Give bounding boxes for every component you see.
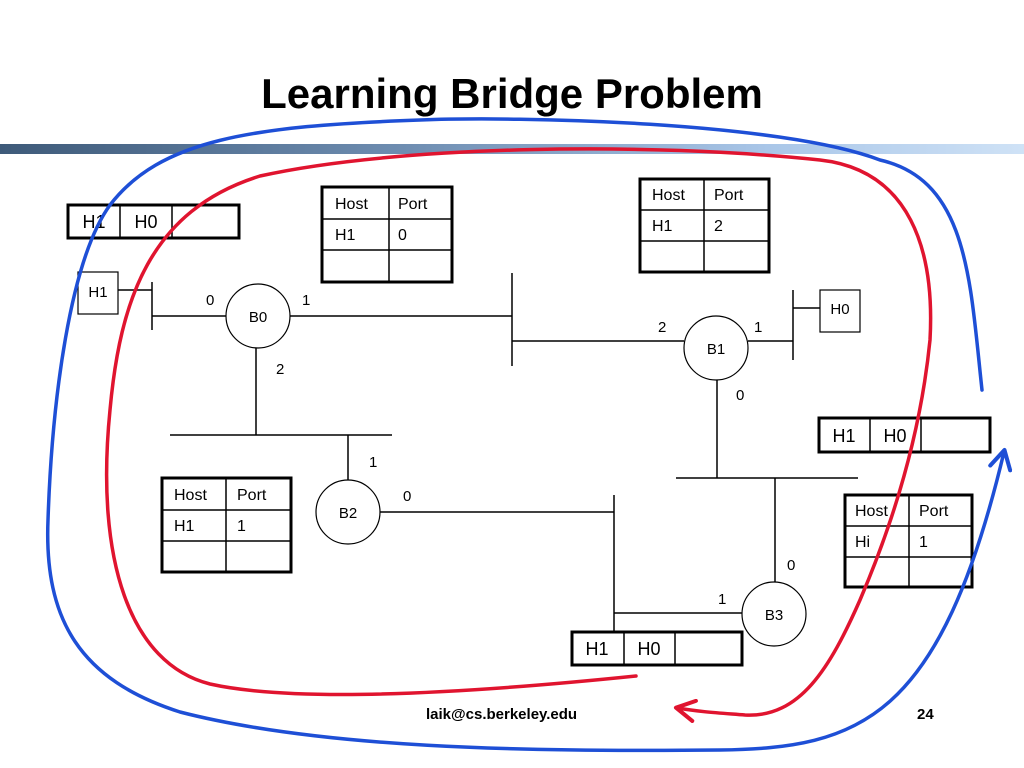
frame-right: H1 H0 bbox=[817, 416, 992, 454]
host-h1-label: H1 bbox=[88, 284, 107, 301]
port-b0-right: 1 bbox=[302, 292, 310, 309]
slide-title: Learning Bridge Problem bbox=[261, 70, 763, 117]
table-b1-host: H1 bbox=[652, 218, 673, 235]
frame-bottom-src: H1 bbox=[585, 639, 608, 659]
table-b2-header-port: Port bbox=[237, 487, 267, 504]
table-b0-header-port: Port bbox=[398, 196, 428, 213]
table-b2-port: 1 bbox=[237, 518, 246, 535]
table-b0-header-host: Host bbox=[335, 196, 368, 213]
table-b1-port: 2 bbox=[714, 218, 723, 235]
port-b2-top: 1 bbox=[369, 454, 377, 471]
frame-right-dst: H0 bbox=[883, 426, 906, 446]
table-b2-host: H1 bbox=[174, 518, 195, 535]
table-b3-port: 1 bbox=[919, 534, 928, 551]
table-b1-header-host: Host bbox=[652, 187, 685, 204]
frame-right-src: H1 bbox=[832, 426, 855, 446]
bridge-b2: B2 bbox=[315, 479, 381, 545]
port-labels: 0 1 2 2 1 0 1 0 0 1 bbox=[206, 292, 795, 608]
bridge-b3: B3 bbox=[741, 581, 807, 647]
port-b0-left: 0 bbox=[206, 292, 214, 309]
port-b0-bottom: 2 bbox=[276, 361, 284, 378]
frame-bottom: H1 H0 bbox=[570, 630, 744, 667]
frame-top-left-src: H1 bbox=[82, 212, 105, 232]
port-b3-top: 0 bbox=[787, 557, 795, 574]
table-b0-host: H1 bbox=[335, 227, 356, 244]
port-b1-left: 2 bbox=[658, 319, 666, 336]
host-h0-label: H0 bbox=[830, 301, 849, 318]
table-b0-port: 0 bbox=[398, 227, 407, 244]
footer-email: laik@cs.berkeley.edu bbox=[426, 706, 578, 723]
table-b2: Host Port H1 1 bbox=[160, 476, 293, 574]
frame-top-left: H1 H0 bbox=[66, 203, 241, 240]
network-links bbox=[118, 273, 858, 640]
bridge-b3-label: B3 bbox=[765, 607, 783, 624]
port-b1-right: 1 bbox=[754, 319, 762, 336]
host-h1: H1 bbox=[77, 271, 119, 315]
table-b1-header-port: Port bbox=[714, 187, 744, 204]
bridge-b2-label: B2 bbox=[339, 505, 357, 522]
table-b3-host: Hi bbox=[855, 534, 870, 551]
port-b1-bottom: 0 bbox=[736, 387, 744, 404]
page-number: 24 bbox=[917, 706, 934, 723]
port-b3-left: 1 bbox=[718, 591, 726, 608]
table-b3-header-port: Port bbox=[919, 503, 949, 520]
host-h0: H0 bbox=[819, 289, 861, 333]
table-b3: Host Port Hi 1 bbox=[843, 493, 974, 589]
table-b3-header-host: Host bbox=[855, 503, 888, 520]
table-b2-header-host: Host bbox=[174, 487, 207, 504]
table-b0: Host Port H1 0 bbox=[320, 185, 454, 284]
bridge-b1: B1 bbox=[683, 315, 749, 381]
frame-bottom-dst: H0 bbox=[637, 639, 660, 659]
red-loop-arrow bbox=[104, 147, 933, 724]
bridge-b0-label: B0 bbox=[249, 309, 267, 326]
bridge-b1-label: B1 bbox=[707, 341, 725, 358]
bridge-b0: B0 bbox=[225, 283, 291, 349]
table-b1: Host Port H1 2 bbox=[638, 177, 771, 274]
port-b2-right: 0 bbox=[403, 488, 411, 505]
frame-top-left-dst: H0 bbox=[134, 212, 157, 232]
blue-loop-arrow bbox=[45, 117, 1013, 753]
